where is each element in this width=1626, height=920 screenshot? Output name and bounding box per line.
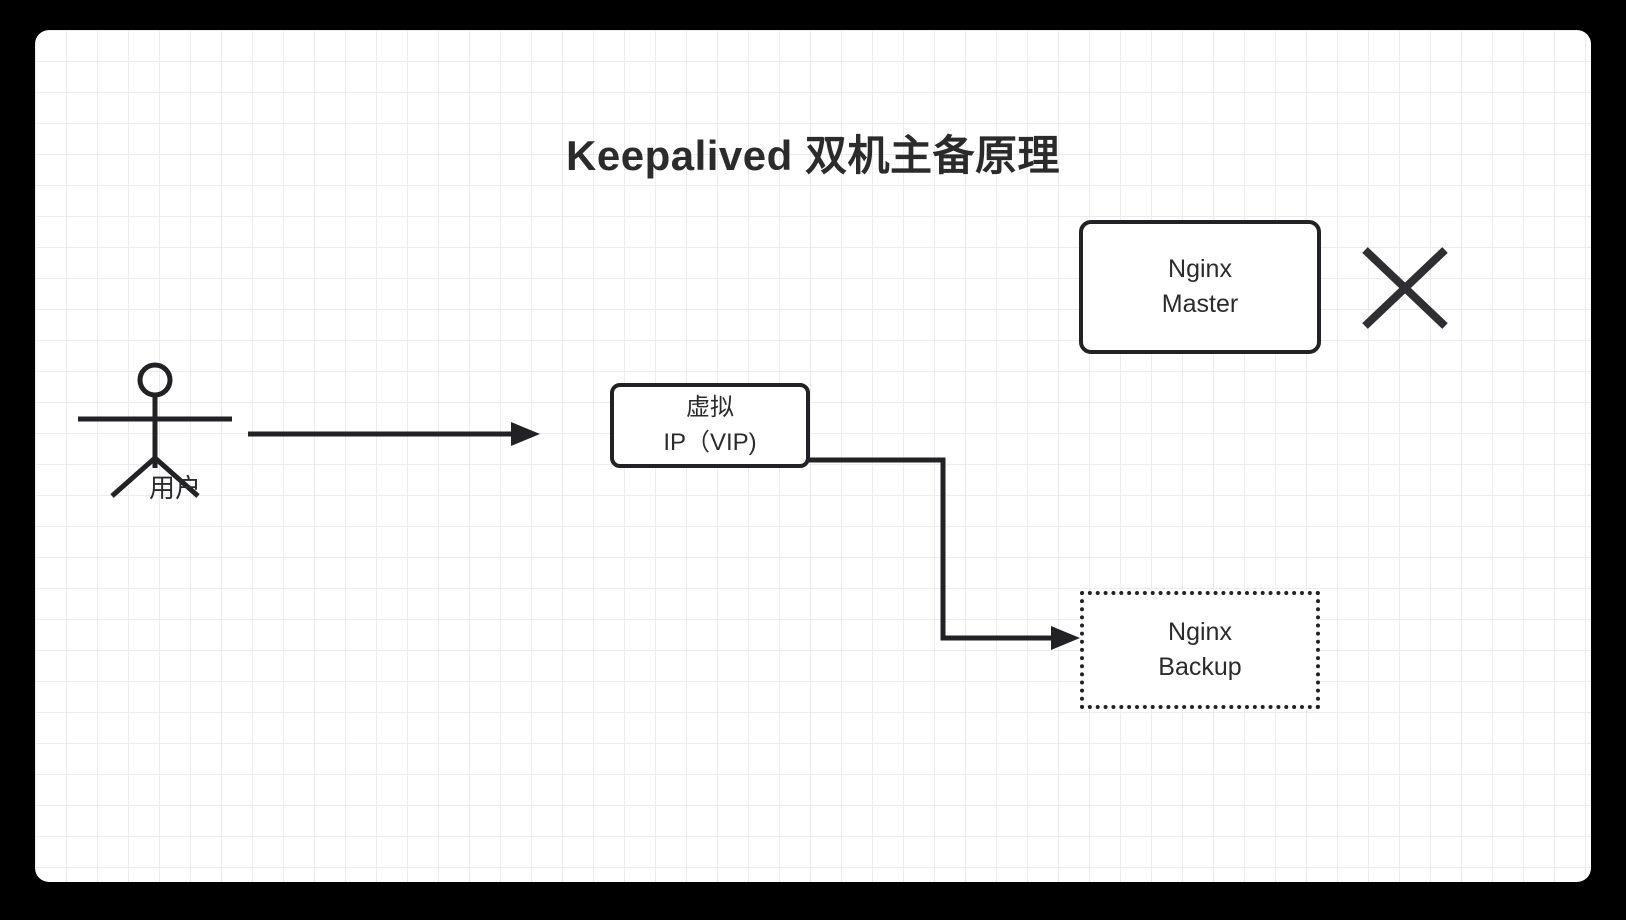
node-nginx-master[interactable]: Nginx Master <box>1079 220 1321 354</box>
whiteboard-canvas[interactable]: Keepalived 双机主备原理 <box>35 30 1591 882</box>
x-cross-stroke-b <box>1362 247 1448 329</box>
x-cross-stroke-a <box>1362 247 1448 329</box>
actor-label: 用户 <box>148 473 201 503</box>
connector-vip-to-backup-path <box>806 457 1055 641</box>
actor-head-icon <box>137 362 173 398</box>
node-nginx-master-line2: Master <box>1161 290 1239 318</box>
node-virtual-ip-line1: 虚拟 <box>686 394 734 422</box>
connector-user-to-vip-arrowhead <box>511 422 540 446</box>
node-nginx-backup[interactable]: Nginx Backup <box>1080 591 1320 709</box>
connector-vip-to-backup[interactable] <box>806 457 1080 650</box>
node-nginx-backup-line2: Backup <box>1158 653 1242 681</box>
node-nginx-master-line1: Nginx <box>1168 254 1232 283</box>
node-virtual-ip-line2: IP（VIP) <box>663 428 757 456</box>
node-virtual-ip[interactable]: 虚拟 IP（VIP) <box>610 383 810 468</box>
node-nginx-backup-line1: Nginx <box>1168 617 1232 646</box>
page-title: Keepalived 双机主备原理 <box>566 132 1060 179</box>
connector-user-to-vip[interactable] <box>248 422 540 446</box>
connector-vip-to-backup-arrowhead <box>1051 626 1080 650</box>
x-cross-mark-icon <box>1362 247 1448 329</box>
